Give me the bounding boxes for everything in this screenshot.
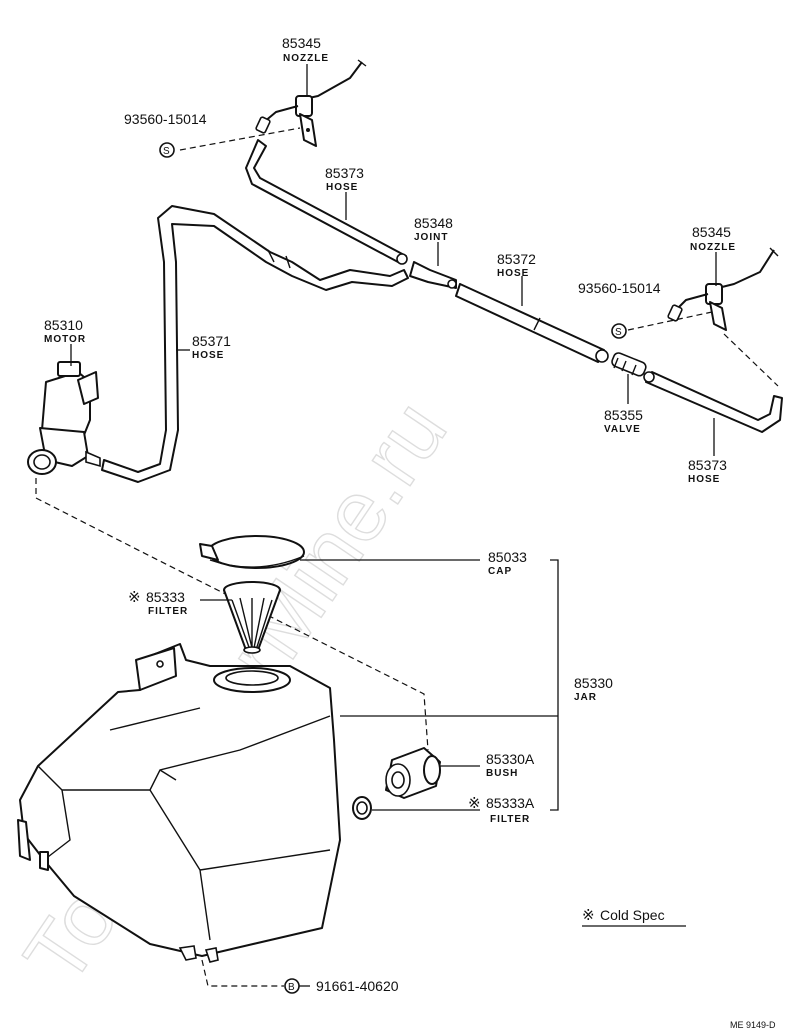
jar-drawing (17, 643, 341, 963)
svg-text:Cold Spec: Cold Spec (600, 907, 665, 923)
svg-text:B: B (288, 982, 295, 993)
svg-text:※: ※ (468, 794, 481, 812)
svg-text:MOTOR: MOTOR (44, 334, 86, 345)
part-filter-bottom-label: ※ 85333A FILTER (468, 794, 535, 825)
svg-text:HOSE: HOSE (192, 350, 224, 361)
svg-text:※: ※ (582, 906, 595, 924)
hose-top-drawing (245, 139, 408, 265)
svg-text:85333: 85333 (146, 589, 185, 605)
part-filter-top-label: ※ 85333 FILTER (128, 588, 188, 617)
svg-text:85333A: 85333A (486, 795, 535, 811)
svg-text:CAP: CAP (488, 566, 512, 577)
svg-text:JAR: JAR (574, 692, 597, 703)
screw-right-dash (627, 311, 713, 331)
svg-text:HOSE: HOSE (688, 474, 720, 485)
part-screw-top-label: 93560-15014 (124, 111, 207, 127)
nozzle-top-drawing (255, 59, 367, 147)
part-bolt-label: B 91661-40620 (284, 978, 399, 994)
svg-text:FILTER: FILTER (148, 606, 188, 617)
hose-right-dash (723, 333, 779, 387)
svg-text:85345: 85345 (692, 224, 731, 240)
bush-drawing (385, 747, 441, 799)
nozzle-right-drawing (667, 247, 779, 331)
leader-lines (70, 64, 717, 927)
svg-text:85330A: 85330A (486, 751, 535, 767)
screw-right-symbol: S (611, 323, 627, 339)
svg-text:85310: 85310 (44, 317, 83, 333)
motor-dash (35, 478, 429, 751)
svg-text:BUSH: BUSH (486, 768, 518, 779)
screw-top-dash (179, 127, 301, 151)
part-motor-label: 85310 MOTOR (44, 317, 86, 345)
filter-top-drawing (223, 581, 281, 654)
svg-text:85345: 85345 (282, 35, 321, 51)
part-nozzle-top-label: 85345 NOZZLE (282, 35, 329, 64)
svg-text:85373: 85373 (688, 457, 727, 473)
svg-text:S: S (615, 327, 622, 338)
valve-drawing (611, 352, 647, 377)
joint-drawing (409, 261, 457, 289)
filter-bottom-drawing (352, 796, 372, 820)
svg-text:VALVE: VALVE (604, 424, 641, 435)
svg-text:HOSE: HOSE (326, 182, 358, 193)
svg-text:85033: 85033 (488, 549, 527, 565)
part-cap-label: 85033 CAP (488, 549, 527, 577)
svg-text:85371: 85371 (192, 333, 231, 349)
svg-text:85373: 85373 (325, 165, 364, 181)
svg-text:85348: 85348 (414, 215, 453, 231)
svg-text:HOSE: HOSE (497, 268, 529, 279)
svg-text:85355: 85355 (604, 407, 643, 423)
part-hose-top-label: 85373 HOSE (325, 165, 364, 193)
svg-text:85330: 85330 (574, 675, 613, 691)
part-hose-right-label: 85373 HOSE (688, 457, 727, 485)
svg-text:NOZZLE: NOZZLE (283, 53, 329, 64)
screw-top-symbol: S (159, 142, 175, 158)
part-screw-right-label: 93560-15014 (578, 280, 661, 296)
part-nozzle-right-label: 85345 NOZZLE (690, 224, 736, 253)
hose-middle-drawing (455, 283, 609, 363)
cap-drawing (199, 535, 305, 569)
part-valve-label: 85355 VALVE (604, 407, 643, 435)
diagram-code: ME 9149-D (730, 1020, 776, 1030)
part-bush-label: 85330A BUSH (486, 751, 535, 779)
svg-text:FILTER: FILTER (490, 814, 530, 825)
svg-text:91661-40620: 91661-40620 (316, 978, 399, 994)
bolt-dash (201, 959, 284, 987)
part-hose-left-label: 85371 HOSE (192, 333, 231, 361)
part-joint-label: 85348 JOINT (414, 215, 453, 243)
hose-right-drawing (643, 371, 783, 433)
part-jar-label: 85330 JAR (574, 675, 613, 703)
cold-spec-legend: ※ Cold Spec (582, 906, 665, 924)
svg-text:NOZZLE: NOZZLE (690, 242, 736, 253)
hose-left-drawing (101, 205, 409, 483)
svg-text:※: ※ (128, 588, 141, 606)
svg-text:85372: 85372 (497, 251, 536, 267)
part-hose-middle-label: 85372 HOSE (497, 251, 536, 279)
motor-drawing (27, 361, 101, 475)
svg-text:JOINT: JOINT (414, 232, 448, 243)
svg-text:S: S (163, 146, 170, 157)
